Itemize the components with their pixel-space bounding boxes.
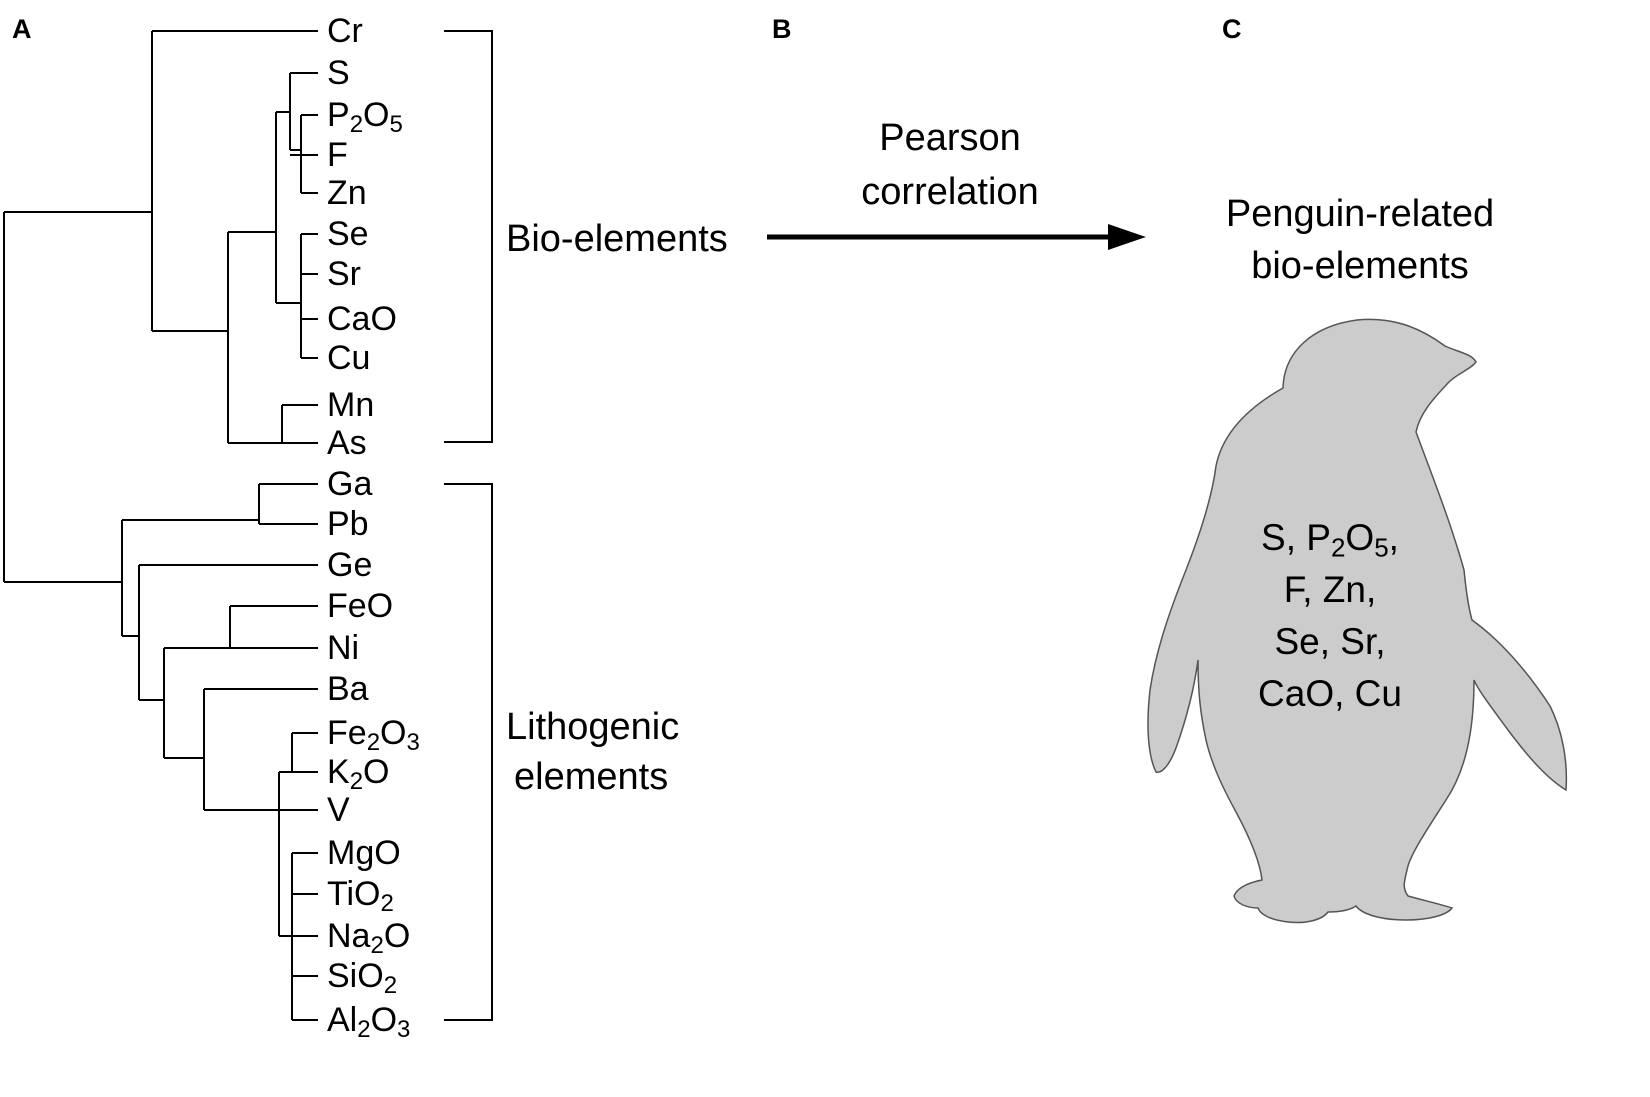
penguin-list-line: F, Zn, <box>1283 569 1377 610</box>
panel-label-a: A <box>12 14 32 44</box>
dendrogram-leaf-label: V <box>327 791 350 829</box>
dendrogram-leaf-label: S <box>327 54 350 92</box>
panel-label-b: B <box>772 14 792 44</box>
dendrogram-leaf-label: TiO2 <box>327 875 394 917</box>
dendrogram-leaf-label: FeO <box>327 587 394 625</box>
penguin-bio-element-list: S, P2O5, F, Zn, Se, Sr, CaO, Cu <box>1220 512 1440 720</box>
dendrogram-leaf-label: Ge <box>327 546 373 584</box>
dendrogram-leaf-label: Cr <box>327 12 363 50</box>
dendrogram-leaf-label: Se <box>327 215 369 253</box>
dendrogram-leaf-label: Pb <box>327 505 369 543</box>
penguin-list-line: S, P2O5, <box>1261 517 1399 563</box>
dendrogram <box>3 30 318 1021</box>
panel-label-c: C <box>1222 14 1242 44</box>
dendrogram-leaf-label: Ni <box>327 629 360 667</box>
dendrogram-leaf-label: F <box>327 136 348 174</box>
pearson-arrow <box>767 224 1146 250</box>
dendrogram-leaf-label: K2O <box>327 753 390 795</box>
dendrogram-leaf-label: Zn <box>327 174 367 212</box>
dendrogram-leaf-label: Ga <box>327 465 373 503</box>
penguin-silhouette <box>1147 318 1568 924</box>
dendrogram-leaf-label: P2O5 <box>327 96 403 138</box>
dendrogram-leaf-label: Fe2O3 <box>327 714 420 756</box>
dendrogram-leaf-label: Cu <box>327 339 371 377</box>
dendrogram-leaf-label: Ba <box>327 670 369 708</box>
penguin-list-line: Se, Sr, <box>1274 621 1386 662</box>
penguin-title-line1: Penguin-related <box>1225 193 1495 235</box>
lithogenic-label-line2: elements <box>514 756 669 798</box>
lithogenic-label-line1: Lithogenic <box>506 706 680 748</box>
dendrogram-leaf-label: CaO <box>327 300 397 338</box>
bio-elements-label: Bio-elements <box>506 218 728 260</box>
dendrogram-leaf-label: Mn <box>327 386 375 424</box>
dendrogram-leaf-label: Sr <box>327 255 361 293</box>
arrow-label-line1: Pearson <box>879 117 1021 159</box>
dendrogram-leaf-label: Na2O <box>327 917 411 959</box>
lithogenic-elements-bracket <box>444 483 493 1021</box>
dendrogram-leaf-label: As <box>327 424 367 462</box>
penguin-title-line2: bio-elements <box>1251 245 1469 287</box>
arrow-label-line2: correlation <box>861 171 1039 213</box>
dendrogram-leaf-label: MgO <box>327 834 401 872</box>
penguin-list-line: CaO, Cu <box>1258 673 1402 714</box>
dendrogram-leaf-label: Al2O3 <box>327 1001 411 1043</box>
bio-elements-bracket <box>444 30 493 443</box>
dendrogram-leaf-label: SiO2 <box>327 957 398 999</box>
